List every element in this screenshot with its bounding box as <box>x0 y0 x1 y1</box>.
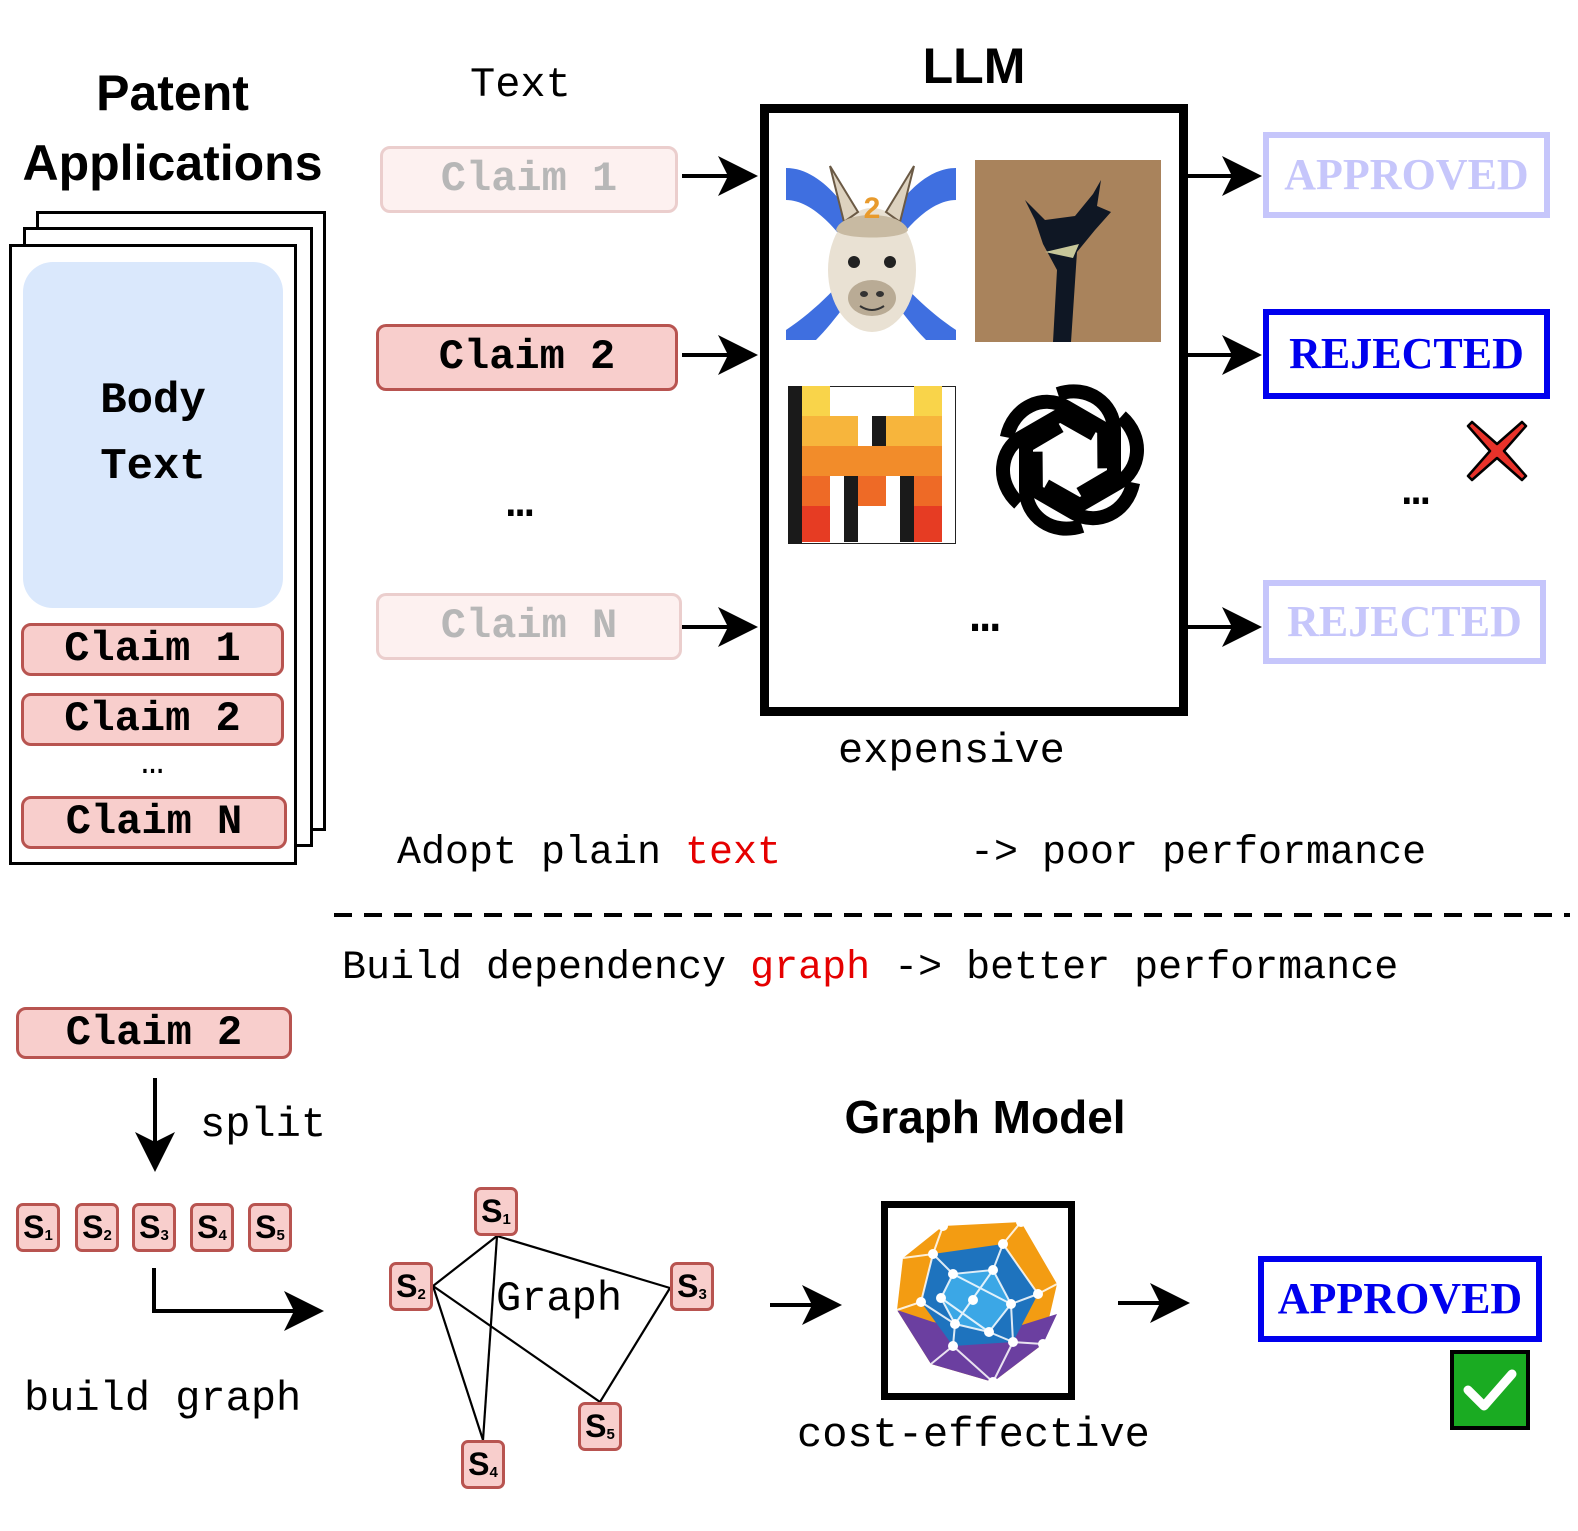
graph-model-verdict: APPROVED <box>1258 1256 1542 1342</box>
sentence-letter: S <box>255 1209 277 1245</box>
split-label: split <box>200 1101 327 1149</box>
document-claims-ellipsis: … <box>141 742 164 785</box>
llm-models-ellipsis: … <box>970 592 1000 646</box>
sentence-letter: S <box>585 1408 607 1444</box>
sentence-index: 3 <box>698 1286 707 1303</box>
verdicts-ellipsis: … <box>1402 468 1430 518</box>
verdict-claim-1: APPROVED <box>1263 132 1550 218</box>
sentence-index: 1 <box>44 1227 53 1244</box>
plain-text-summary: Adopt plain text <box>397 830 781 878</box>
sentence-letter: S <box>481 1193 503 1229</box>
body-text-line1: Body <box>100 376 206 426</box>
sentence-index: 4 <box>489 1464 498 1481</box>
sentence-letter: S <box>139 1209 161 1245</box>
patent-applications-title: Patent Applications <box>0 58 345 198</box>
sentence-letter: S <box>82 1209 104 1245</box>
verdict-claim-n: REJECTED <box>1263 580 1546 664</box>
bottom-flow-arrows <box>135 1078 1190 1441</box>
split-claim-2: Claim 2 <box>16 1007 292 1059</box>
plain-text-summary-prefix: Adopt plain <box>397 831 686 876</box>
sentence-box-4: S4 <box>190 1203 234 1252</box>
graph-node-s5: S5 <box>578 1402 622 1451</box>
approve-check-icon <box>1450 1350 1530 1430</box>
document-claim-1: Claim 1 <box>21 623 284 676</box>
body-text-block: Body Text <box>23 262 283 608</box>
build-graph-arrow <box>152 1268 324 1331</box>
body-text-line2: Text <box>100 442 206 492</box>
document-claim-n: Claim N <box>21 796 287 849</box>
graph-summary-prefix: Build dependency <box>342 946 751 991</box>
graph-node-s2: S2 <box>389 1262 433 1311</box>
graph-node-s3: S3 <box>670 1262 714 1311</box>
text-input-label: Text <box>470 61 571 109</box>
sentence-letter: S <box>396 1268 418 1304</box>
input-claim-2: Claim 2 <box>376 324 678 391</box>
input-claim-1: Claim 1 <box>380 146 678 213</box>
sentence-index: 2 <box>103 1227 112 1244</box>
graph-edges <box>431 1234 671 1441</box>
graph-summary-suffix: -> better performance <box>870 946 1399 991</box>
patent-title-line1: Patent <box>96 65 249 121</box>
graph-model-caption: cost-effective <box>797 1411 1150 1459</box>
build-graph-label: build graph <box>24 1375 302 1423</box>
mistral-icon <box>788 386 956 544</box>
document-claim-2: Claim 2 <box>21 693 284 746</box>
patent-title-line2: Applications <box>22 135 323 191</box>
openai-icon <box>996 384 1144 536</box>
sentence-box-2: S2 <box>75 1203 119 1252</box>
plain-text-highlight: text <box>685 831 782 876</box>
verdict-claim-2: REJECTED <box>1263 309 1550 399</box>
input-claim-n: Claim N <box>376 593 682 660</box>
sentence-index: 4 <box>218 1227 227 1244</box>
graph-label: Graph <box>496 1275 623 1323</box>
sentence-index: 5 <box>606 1426 615 1443</box>
falcon-llm-icon <box>975 160 1161 342</box>
llama-2-icon: 2 <box>786 165 956 340</box>
reject-cross-icon <box>1466 420 1528 482</box>
sentence-index: 5 <box>276 1227 285 1244</box>
llm-title: LLM <box>922 38 1026 94</box>
svg-text:2: 2 <box>864 192 881 225</box>
graph-node-s4: S4 <box>461 1440 505 1489</box>
llm-cost-caption: expensive <box>838 727 1065 775</box>
sentence-letter: S <box>468 1446 490 1482</box>
gnn-icon <box>896 1217 1058 1387</box>
sentence-letter: S <box>677 1268 699 1304</box>
plain-text-summary-result: -> poor performance <box>970 831 1427 876</box>
sentence-index: 1 <box>502 1211 511 1228</box>
graph-model-title: Graph Model <box>844 1091 1126 1143</box>
graph-node-s1: S1 <box>474 1187 518 1236</box>
sentence-box-3: S3 <box>132 1203 176 1252</box>
sentence-box-1: S1 <box>16 1203 60 1252</box>
sentence-box-5: S5 <box>248 1203 292 1252</box>
section-divider <box>334 913 1570 917</box>
sentence-index: 3 <box>160 1227 169 1244</box>
sentence-index: 2 <box>417 1286 426 1303</box>
sentence-letter: S <box>197 1209 219 1245</box>
top-flow-arrows <box>682 156 1262 647</box>
sentence-letter: S <box>23 1209 45 1245</box>
input-claims-ellipsis: … <box>506 480 534 530</box>
graph-highlight: graph <box>750 946 871 991</box>
graph-summary: Build dependency graph -> better perform… <box>342 945 1398 993</box>
